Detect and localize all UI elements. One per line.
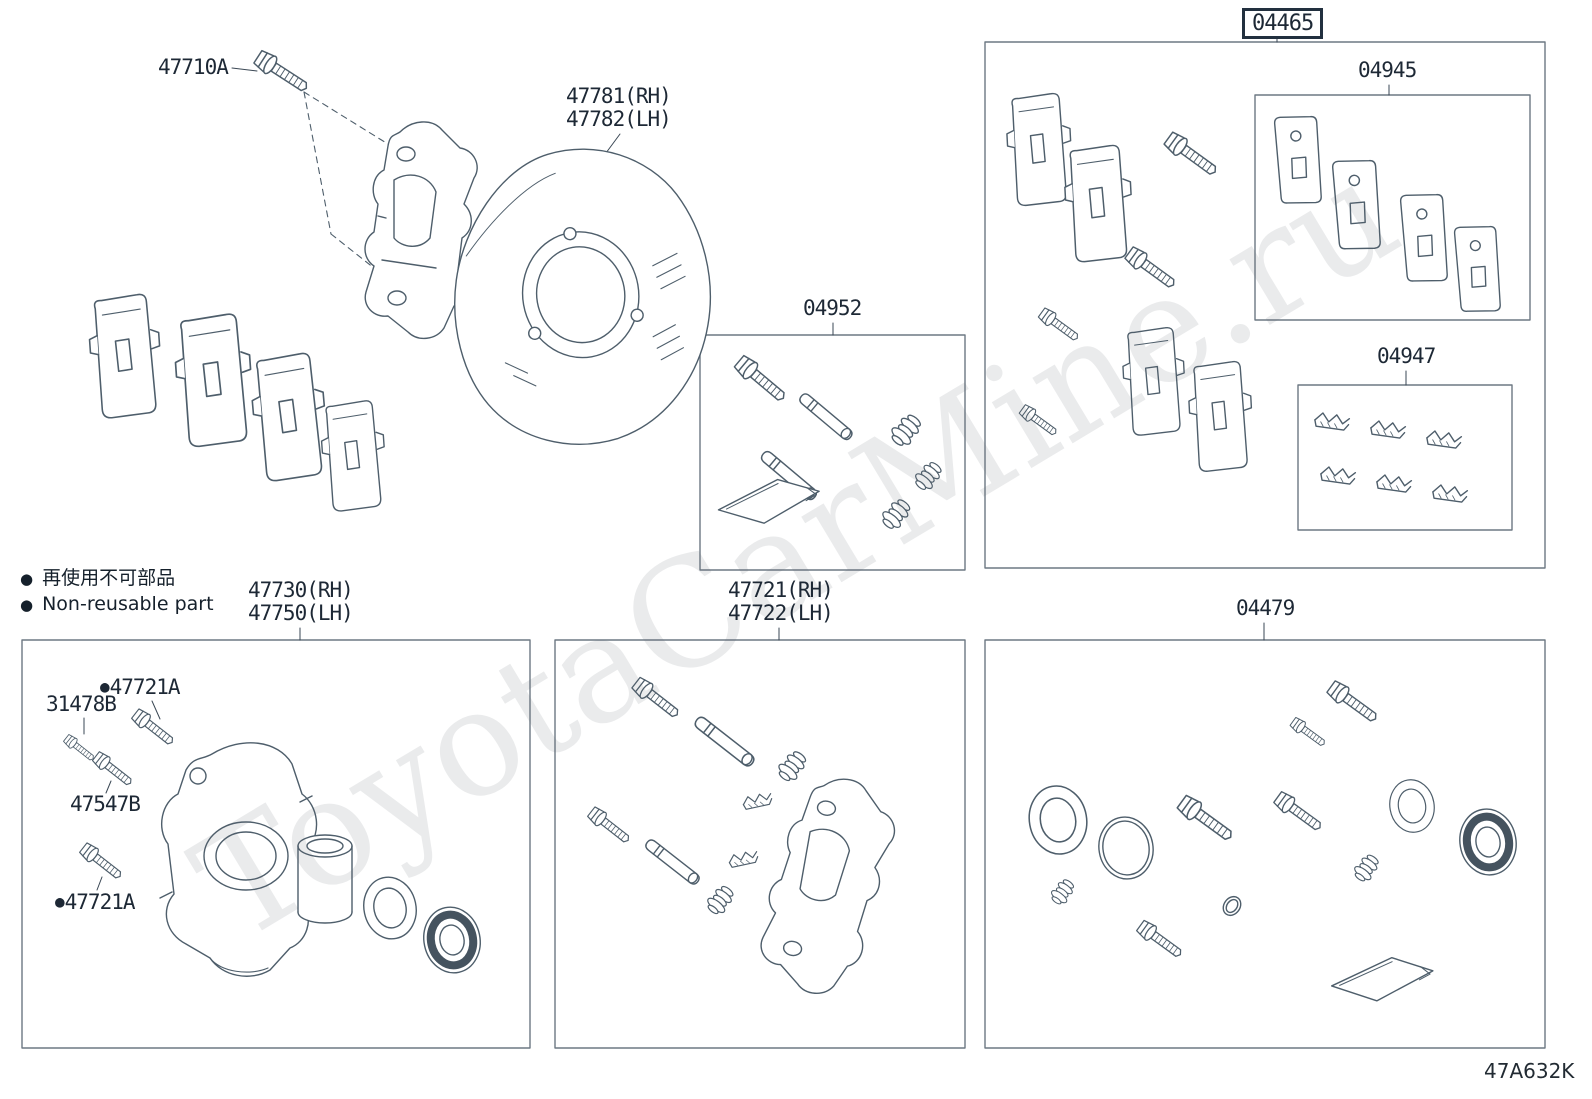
pad-kit-04465-box	[984, 41, 1546, 569]
caliper-assembly-box	[21, 639, 531, 1049]
part-label-04479[interactable]: 04479	[1236, 596, 1295, 620]
pin-bolt-47721a-upper-drawing	[129, 706, 178, 750]
mount-bolt-47710a-drawing	[251, 47, 313, 98]
legend-line-en: ● Non-reusable part	[20, 592, 214, 618]
part-number-47721a-upper: 47721A	[109, 675, 181, 699]
seal-kit-04479-drawing	[1023, 678, 1521, 1005]
part-label-47781-rh[interactable]: 47781(RH)	[566, 84, 672, 108]
bleeder-47547b-drawing	[90, 749, 136, 790]
part-label-47750-lh[interactable]: 47750(LH)	[248, 601, 354, 625]
seal-kit-04479-box	[984, 639, 1546, 1049]
part-label-04945[interactable]: 04945	[1358, 58, 1417, 82]
pad-kit-04465-drawing	[1004, 92, 1256, 473]
legend-line-jp: ● 再使用不可部品	[20, 566, 214, 592]
part-label-04465[interactable]: 04465	[1242, 8, 1324, 39]
shim-kit-04945-box	[1254, 94, 1531, 321]
caliper-assembly-drawing	[62, 706, 487, 978]
legend-en-text: Non-reusable part	[42, 593, 214, 615]
part-label-04952[interactable]: 04952	[803, 296, 862, 320]
part-label-caliper: 47730(RH) 47750(LH)	[248, 578, 354, 625]
legend-jp-text: 再使用不可部品	[42, 567, 176, 589]
non-reusable-bullet-icon: ●	[100, 677, 110, 696]
piston-seal-drawing	[418, 902, 486, 978]
part-label-47721a-lower[interactable]: ●47721A	[55, 890, 135, 914]
boot-ring-drawing	[1023, 780, 1093, 860]
pin-bolt-47721a-lower-drawing	[77, 840, 126, 884]
mounting-assembly-drawing	[585, 674, 896, 994]
part-label-47721a-upper[interactable]: ●47721A	[100, 675, 180, 699]
cap-drawing	[1222, 895, 1242, 917]
part-label-47710a[interactable]: 47710A	[158, 55, 229, 79]
diagram-code: 47A632K	[1484, 1059, 1575, 1083]
bleeder-plug-31478b-drawing	[62, 732, 98, 764]
part-label-31478b[interactable]: 31478B	[46, 692, 117, 716]
non-reusable-bullet-icon: ●	[20, 570, 34, 588]
brake-pads-drawing	[85, 292, 390, 513]
part-label-47721-rh[interactable]: 47721(RH)	[728, 578, 834, 602]
non-reusable-bullet-icon: ●	[55, 892, 65, 911]
part-label-mounting: 47721(RH) 47722(LH)	[728, 578, 834, 625]
fitting-kit-04947-drawing	[1313, 411, 1469, 504]
piston-drawing	[297, 834, 353, 924]
dust-shield-drawing	[454, 148, 711, 445]
mounting-bracket-drawing	[760, 778, 896, 994]
part-label-dust-shield: 47781(RH) 47782(LH)	[566, 84, 672, 131]
part-label-04947[interactable]: 04947	[1377, 344, 1436, 368]
caliper-bracket-drawing	[364, 121, 478, 339]
o-ring-drawing	[1098, 816, 1154, 880]
non-reusable-bullet-icon: ●	[20, 596, 34, 614]
shim-kit-04945-drawing	[1273, 113, 1504, 315]
part-label-47722-lh[interactable]: 47722(LH)	[728, 601, 834, 625]
part-label-47547b[interactable]: 47547B	[70, 792, 141, 816]
non-reusable-legend: ● 再使用不可部品 ● Non-reusable part	[20, 566, 214, 618]
mounting-assembly-box	[554, 639, 966, 1049]
part-label-47782-lh[interactable]: 47782(LH)	[566, 107, 672, 131]
part-number-47721a-lower: 47721A	[64, 890, 136, 914]
bushing-kit-04952-drawing	[715, 352, 946, 534]
caliper-body-drawing	[159, 742, 318, 977]
piston-boot-drawing	[357, 871, 423, 945]
fitting-kit-04947-box	[1297, 384, 1513, 531]
part-label-47730-rh[interactable]: 47730(RH)	[248, 578, 354, 602]
